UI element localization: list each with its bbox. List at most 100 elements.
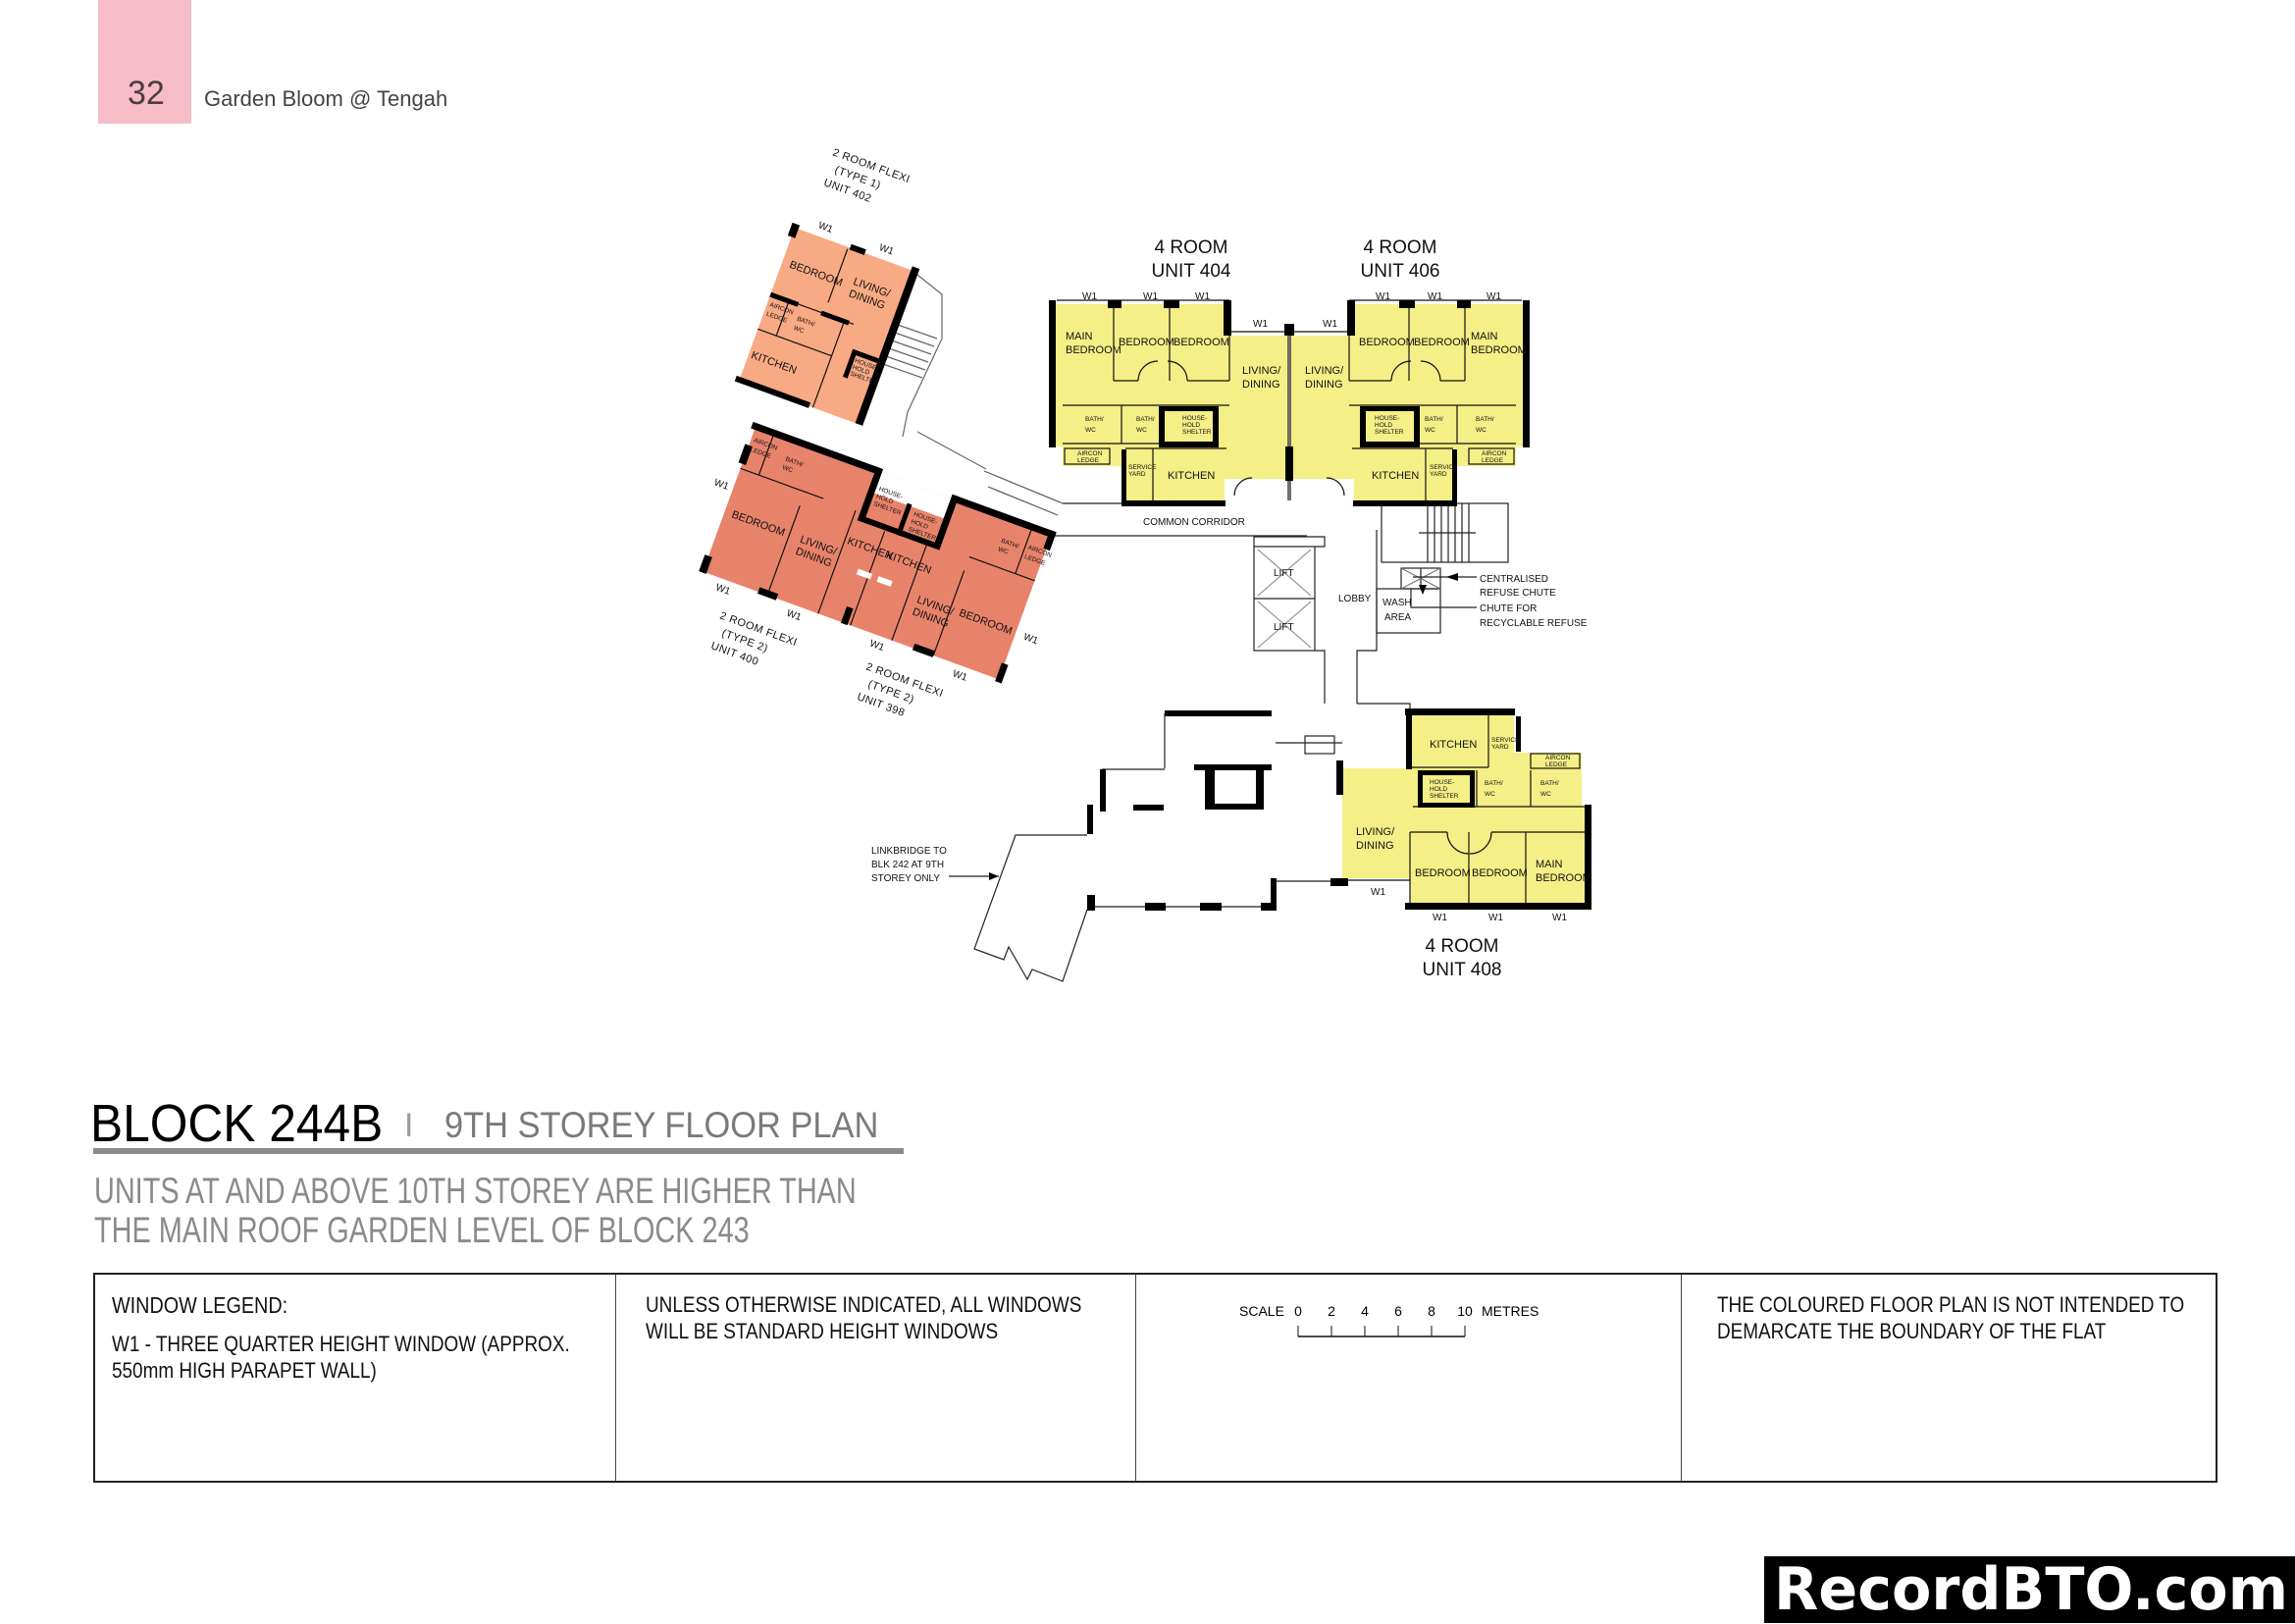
svg-text:STOREY ONLY: STOREY ONLY bbox=[871, 873, 940, 884]
svg-text:YARD: YARD bbox=[1491, 744, 1509, 751]
svg-text:4 ROOM: 4 ROOM bbox=[1364, 237, 1437, 258]
common-labels: COMMON CORRIDOR LIFT LIFT LOBBY WASH ARE… bbox=[871, 517, 1588, 884]
svg-text:LIVING/: LIVING/ bbox=[1305, 365, 1344, 377]
svg-text:W1: W1 bbox=[1195, 291, 1210, 302]
svg-text:COMMON CORRIDOR: COMMON CORRIDOR bbox=[1143, 517, 1245, 528]
svg-text:W1: W1 bbox=[1433, 913, 1447, 923]
block-title: BLOCK 244B bbox=[90, 1094, 384, 1153]
svg-text:BEDROOM: BEDROOM bbox=[1119, 337, 1174, 348]
svg-text:AIRCON: AIRCON bbox=[1077, 450, 1103, 457]
svg-text:SHELTER: SHELTER bbox=[1430, 793, 1459, 800]
svg-text:W1: W1 bbox=[868, 639, 886, 655]
svg-text:W1: W1 bbox=[1371, 887, 1385, 898]
svg-text:BATH/: BATH/ bbox=[1540, 780, 1559, 787]
page-number: 32 bbox=[128, 75, 165, 112]
svg-text:BEDROOM: BEDROOM bbox=[1174, 337, 1229, 348]
svg-text:LIFT: LIFT bbox=[1274, 622, 1294, 633]
watermark: RecordBTO.com bbox=[1774, 1555, 2288, 1624]
svg-text:SERVICE: SERVICE bbox=[1128, 464, 1157, 471]
scale-tick-label: 0 bbox=[1294, 1303, 1302, 1319]
scale-tick-label: 10 bbox=[1457, 1303, 1473, 1319]
svg-text:BATH/: BATH/ bbox=[1476, 416, 1494, 423]
svg-text:4 ROOM: 4 ROOM bbox=[1426, 936, 1499, 957]
windows-note-line-1: UNLESS OTHERWISE INDICATED, ALL WINDOWS bbox=[646, 1292, 1082, 1317]
disclaimer-line-1: THE COLOURED FLOOR PLAN IS NOT INTENDED … bbox=[1717, 1292, 2185, 1317]
svg-text:WC: WC bbox=[1085, 427, 1096, 434]
svg-text:MAIN: MAIN bbox=[1066, 331, 1093, 342]
svg-text:W1: W1 bbox=[1253, 319, 1268, 330]
svg-text:BEDROOM: BEDROOM bbox=[1471, 344, 1527, 356]
svg-text:BLK 242 AT 9TH: BLK 242 AT 9TH bbox=[871, 860, 944, 870]
disclaimer-line-2: DEMARCATE THE BOUNDARY OF THE FLAT bbox=[1717, 1319, 2107, 1343]
svg-text:BEDROOM: BEDROOM bbox=[1415, 867, 1471, 879]
unit-404-labels: 4 ROOM UNIT 404 MAIN BEDROOM BEDROOM BED… bbox=[1066, 237, 1281, 482]
svg-text:SERVICE: SERVICE bbox=[1491, 737, 1520, 744]
svg-text:W1: W1 bbox=[1428, 291, 1442, 302]
unit-400-398: BEDROOM LIVING/ DINING KITCHEN KITCHEN L… bbox=[699, 421, 1057, 684]
svg-text:DINING: DINING bbox=[1305, 379, 1343, 391]
svg-text:AIRCON: AIRCON bbox=[1482, 450, 1507, 457]
scale-tick-label: 2 bbox=[1328, 1303, 1335, 1319]
svg-text:LOBBY: LOBBY bbox=[1338, 594, 1372, 604]
svg-text:KITCHEN: KITCHEN bbox=[1168, 470, 1215, 482]
svg-text:LIVING/: LIVING/ bbox=[1356, 826, 1395, 838]
title-underline bbox=[93, 1148, 904, 1154]
svg-text:UNIT 408: UNIT 408 bbox=[1423, 960, 1502, 980]
svg-text:BEDROOM: BEDROOM bbox=[1536, 872, 1591, 884]
svg-text:WASH: WASH bbox=[1382, 598, 1412, 608]
scale-label: SCALE bbox=[1239, 1303, 1284, 1319]
svg-text:WC: WC bbox=[1136, 427, 1147, 434]
svg-text:DINING: DINING bbox=[1242, 379, 1280, 391]
disclaimer-cell: THE COLOURED FLOOR PLAN IS NOT INTENDED … bbox=[1682, 1275, 2216, 1481]
svg-text:SHELTER: SHELTER bbox=[1182, 429, 1212, 436]
svg-text:WC: WC bbox=[1476, 427, 1487, 434]
svg-text:W1: W1 bbox=[714, 582, 732, 598]
svg-text:SHELTER: SHELTER bbox=[1375, 429, 1404, 436]
windows-note-line-2: WILL BE STANDARD HEIGHT WINDOWS bbox=[646, 1319, 999, 1343]
svg-text:LINKBRIDGE TO: LINKBRIDGE TO bbox=[871, 846, 947, 857]
svg-text:AIRCON: AIRCON bbox=[1545, 755, 1571, 761]
svg-text:HOUSE-: HOUSE- bbox=[1430, 779, 1454, 786]
project-name: Garden Bloom @ Tengah bbox=[204, 86, 448, 111]
svg-text:UNIT 404: UNIT 404 bbox=[1152, 261, 1231, 282]
svg-text:DINING: DINING bbox=[1356, 840, 1394, 852]
svg-text:W1: W1 bbox=[1487, 291, 1501, 302]
scale-tick-label: 4 bbox=[1361, 1303, 1369, 1319]
unit-402-label: 2 ROOM FLEXI (TYPE 1) UNIT 402 bbox=[822, 147, 912, 205]
svg-text:WC: WC bbox=[1540, 791, 1551, 798]
svg-text:AREA: AREA bbox=[1384, 612, 1412, 623]
unit-400-label: 2 ROOM FLEXI (TYPE 2) UNIT 400 bbox=[709, 610, 799, 668]
svg-text:LEDGE: LEDGE bbox=[1482, 457, 1504, 464]
unit-398-label: 2 ROOM FLEXI (TYPE 2) UNIT 398 bbox=[856, 661, 945, 719]
svg-text:CHUTE FOR: CHUTE FOR bbox=[1480, 603, 1537, 614]
svg-text:W1: W1 bbox=[1082, 291, 1097, 302]
svg-text:W1: W1 bbox=[1021, 632, 1039, 648]
svg-text:WC: WC bbox=[793, 325, 806, 335]
svg-text:RECYCLABLE REFUSE: RECYCLABLE REFUSE bbox=[1480, 618, 1588, 629]
window-legend-title: WINDOW LEGEND: bbox=[112, 1292, 288, 1318]
svg-text:LEDGE: LEDGE bbox=[1545, 761, 1568, 768]
svg-text:KITCHEN: KITCHEN bbox=[1430, 739, 1477, 751]
svg-text:W1: W1 bbox=[951, 668, 968, 684]
unit-404 bbox=[1049, 299, 1292, 506]
svg-text:REFUSE CHUTE: REFUSE CHUTE bbox=[1480, 588, 1556, 599]
svg-text:HOLD: HOLD bbox=[1182, 422, 1200, 429]
watermark-background bbox=[1764, 1556, 2295, 1623]
svg-text:W1: W1 bbox=[877, 242, 895, 258]
unit-400 bbox=[703, 427, 904, 626]
svg-text:UNIT 406: UNIT 406 bbox=[1361, 261, 1440, 282]
svg-text:BEDROOM: BEDROOM bbox=[1359, 337, 1415, 348]
scale-unit: METRES bbox=[1482, 1303, 1539, 1319]
svg-text:YARD: YARD bbox=[1128, 471, 1146, 478]
svg-text:CENTRALISED: CENTRALISED bbox=[1480, 574, 1548, 585]
svg-text:W1: W1 bbox=[785, 608, 803, 624]
svg-text:BATH/: BATH/ bbox=[1136, 416, 1155, 423]
svg-text:W1: W1 bbox=[712, 477, 730, 493]
svg-text:4 ROOM: 4 ROOM bbox=[1155, 237, 1228, 258]
scale-tick-label: 6 bbox=[1394, 1303, 1402, 1319]
svg-text:WC: WC bbox=[1425, 427, 1435, 434]
svg-text:W1: W1 bbox=[816, 220, 834, 236]
title-separator: I bbox=[404, 1107, 414, 1144]
lower-deck-walls bbox=[989, 573, 1458, 911]
